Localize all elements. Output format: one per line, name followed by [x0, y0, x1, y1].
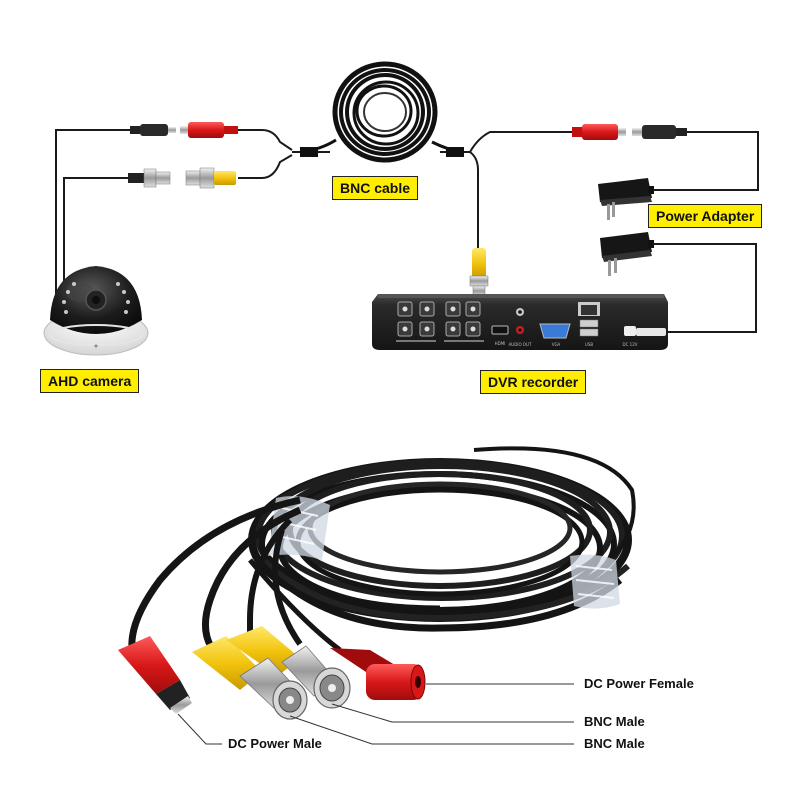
bnc-cable-label: BNC cable [332, 176, 419, 200]
diagram-wires [55, 129, 759, 333]
dc-power-male-connector [118, 636, 192, 714]
dvr-recorder-illustration: HDMI AUDIO OUT VGA USB DC 12V [372, 294, 668, 350]
adapter-dc-male-plug [632, 125, 687, 139]
bnc-male-label-2: BNC Male [584, 736, 645, 751]
power-adapter-lower [600, 232, 654, 276]
dvr-bnc-plug [469, 248, 489, 297]
bnc-male-connector-1 [239, 657, 308, 720]
cable-dc-female-plug [180, 122, 238, 138]
callout-lines [177, 683, 574, 745]
dvr-vga-label: VGA [552, 342, 561, 347]
bnc-cable-coil [299, 61, 464, 163]
dc-power-female-label: DC Power Female [584, 676, 694, 691]
ahd-camera-illustration [43, 266, 149, 356]
power-adapter-label: Power Adapter [648, 204, 763, 228]
dvr-recorder-label: DVR recorder [480, 370, 587, 394]
bnc-male-connector-2 [281, 645, 351, 709]
ahd-camera-label: AHD camera [40, 369, 140, 393]
dvr-usb-label: USB [585, 342, 593, 347]
camera-bnc-connector [128, 168, 171, 188]
bnc-male-label-1: BNC Male [584, 714, 645, 729]
cable-tie-right [570, 554, 620, 609]
dc-power-female-connector [330, 648, 426, 700]
dvr-audio-out-label: AUDIO OUT [509, 342, 532, 347]
dvr-dc12v-label: DC 12V [623, 342, 638, 347]
dvr-hdmi-label: HDMI [495, 341, 506, 346]
dc-power-male-label: DC Power Male [228, 736, 322, 751]
cable-dc-female-plug-right [572, 124, 626, 140]
power-adapter-upper [598, 178, 654, 220]
cable-bnc-connector [185, 167, 236, 189]
camera-dc-male-plug [130, 124, 176, 136]
cable-leads [128, 496, 342, 652]
